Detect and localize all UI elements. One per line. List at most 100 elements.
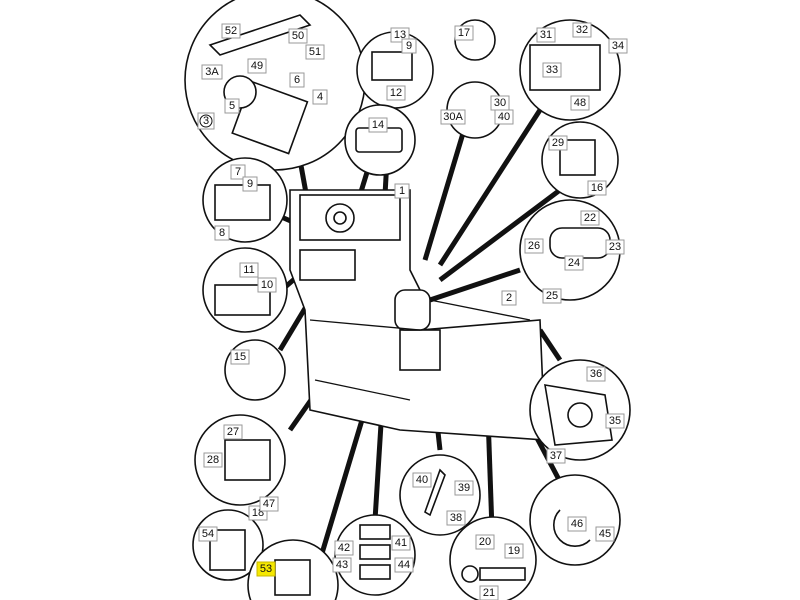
callout-16: 16 [587, 180, 607, 196]
svg-text:38: 38 [450, 512, 462, 524]
callout-3a: 3A [201, 64, 223, 80]
svg-text:22: 22 [584, 212, 596, 224]
svg-text:7: 7 [235, 166, 241, 178]
svg-text:54: 54 [202, 528, 214, 540]
svg-text:2: 2 [506, 292, 512, 304]
callout-23: 23 [605, 239, 625, 255]
svg-text:41: 41 [395, 537, 407, 549]
svg-text:53: 53 [260, 563, 272, 575]
callout-28: 28 [203, 452, 223, 468]
callout-20: 20 [475, 534, 495, 550]
svg-text:47: 47 [263, 498, 275, 510]
svg-text:17: 17 [458, 27, 470, 39]
part-sketches [208, 14, 613, 596]
svg-text:15: 15 [234, 351, 246, 363]
svg-text:10: 10 [261, 279, 273, 291]
callout-9b: 9 [242, 176, 258, 192]
callout-5: 5 [224, 98, 240, 114]
callout-44: 44 [394, 557, 414, 573]
callout-52: 52 [221, 23, 241, 39]
svg-text:13: 13 [394, 29, 406, 41]
callout-12: 12 [386, 85, 406, 101]
svg-text:12: 12 [390, 87, 402, 99]
callout-24: 24 [564, 255, 584, 271]
svg-text:29: 29 [552, 137, 564, 149]
svg-text:16: 16 [591, 182, 603, 194]
svg-text:40: 40 [416, 474, 428, 486]
callout-7: 7 [230, 164, 246, 180]
callout-40: 40 [412, 472, 432, 488]
callout-17: 17 [454, 25, 474, 41]
svg-text:14: 14 [372, 119, 384, 131]
svg-text:21: 21 [483, 587, 495, 599]
callout-36: 36 [586, 366, 606, 382]
svg-text:3A: 3A [205, 66, 219, 78]
svg-text:28: 28 [207, 454, 219, 466]
svg-text:51: 51 [309, 46, 321, 58]
callout-labels: 52 50 51 49 3A 6 4 5 3 14 13 9 12 17 30 … [197, 22, 628, 600]
svg-text:11: 11 [243, 264, 254, 276]
console-assembly [289, 189, 546, 441]
svg-text:19: 19 [508, 545, 520, 557]
callout-30: 30 [490, 95, 510, 111]
callout-34: 34 [608, 38, 628, 54]
callout-21: 21 [479, 585, 499, 600]
svg-text:20: 20 [479, 536, 491, 548]
svg-text:46: 46 [571, 518, 583, 530]
svg-text:50: 50 [292, 30, 304, 42]
callout-39: 39 [454, 480, 474, 496]
callout-19: 19 [504, 543, 524, 559]
callout-2: 2 [501, 290, 517, 306]
svg-text:52: 52 [225, 25, 237, 37]
svg-text:4: 4 [317, 91, 323, 103]
callout-22: 22 [580, 210, 600, 226]
callout-8: 8 [214, 225, 230, 241]
callout-37: 37 [546, 448, 566, 464]
svg-text:49: 49 [251, 60, 263, 72]
callout-49: 49 [247, 58, 267, 74]
svg-text:6: 6 [294, 74, 300, 86]
svg-text:39: 39 [458, 482, 470, 494]
callout-54: 54 [198, 526, 218, 542]
callout-32: 32 [572, 22, 592, 38]
callout-40-top: 40 [494, 109, 514, 125]
callout-26: 26 [524, 238, 544, 254]
svg-text:5: 5 [229, 100, 235, 112]
callout-48: 48 [570, 95, 590, 111]
callout-4: 4 [312, 89, 328, 105]
callout-53-highlighted: 53 [256, 561, 276, 577]
callout-1: 1 [394, 183, 410, 199]
svg-text:9: 9 [406, 40, 412, 52]
svg-text:42: 42 [338, 542, 350, 554]
svg-text:8: 8 [219, 227, 225, 239]
callout-31: 31 [536, 27, 556, 43]
callout-3: 3 [197, 112, 215, 130]
callout-9: 9 [401, 38, 417, 54]
svg-text:26: 26 [528, 240, 540, 252]
callout-29: 29 [548, 135, 568, 151]
callout-41: 41 [391, 535, 411, 551]
svg-text:9: 9 [247, 178, 253, 190]
callout-50: 50 [288, 28, 308, 44]
callout-27: 27 [223, 424, 243, 440]
callout-51: 51 [305, 44, 325, 60]
callout-47: 47 [259, 496, 279, 512]
callout-30a: 30A [440, 109, 466, 125]
svg-text:3: 3 [203, 115, 209, 127]
svg-text:27: 27 [227, 426, 239, 438]
callout-46: 46 [567, 516, 587, 532]
svg-text:48: 48 [574, 97, 586, 109]
callout-11: 11 [239, 262, 259, 278]
svg-text:24: 24 [568, 257, 580, 269]
callout-15: 15 [230, 349, 250, 365]
svg-text:25: 25 [546, 290, 558, 302]
callout-33: 33 [542, 62, 562, 78]
callout-45: 45 [595, 526, 615, 542]
svg-text:43: 43 [336, 559, 348, 571]
svg-text:30A: 30A [443, 111, 463, 123]
callout-35: 35 [605, 413, 625, 429]
callout-6: 6 [289, 72, 305, 88]
svg-text:37: 37 [550, 450, 562, 462]
svg-text:40: 40 [498, 111, 510, 123]
callout-14: 14 [368, 117, 388, 133]
